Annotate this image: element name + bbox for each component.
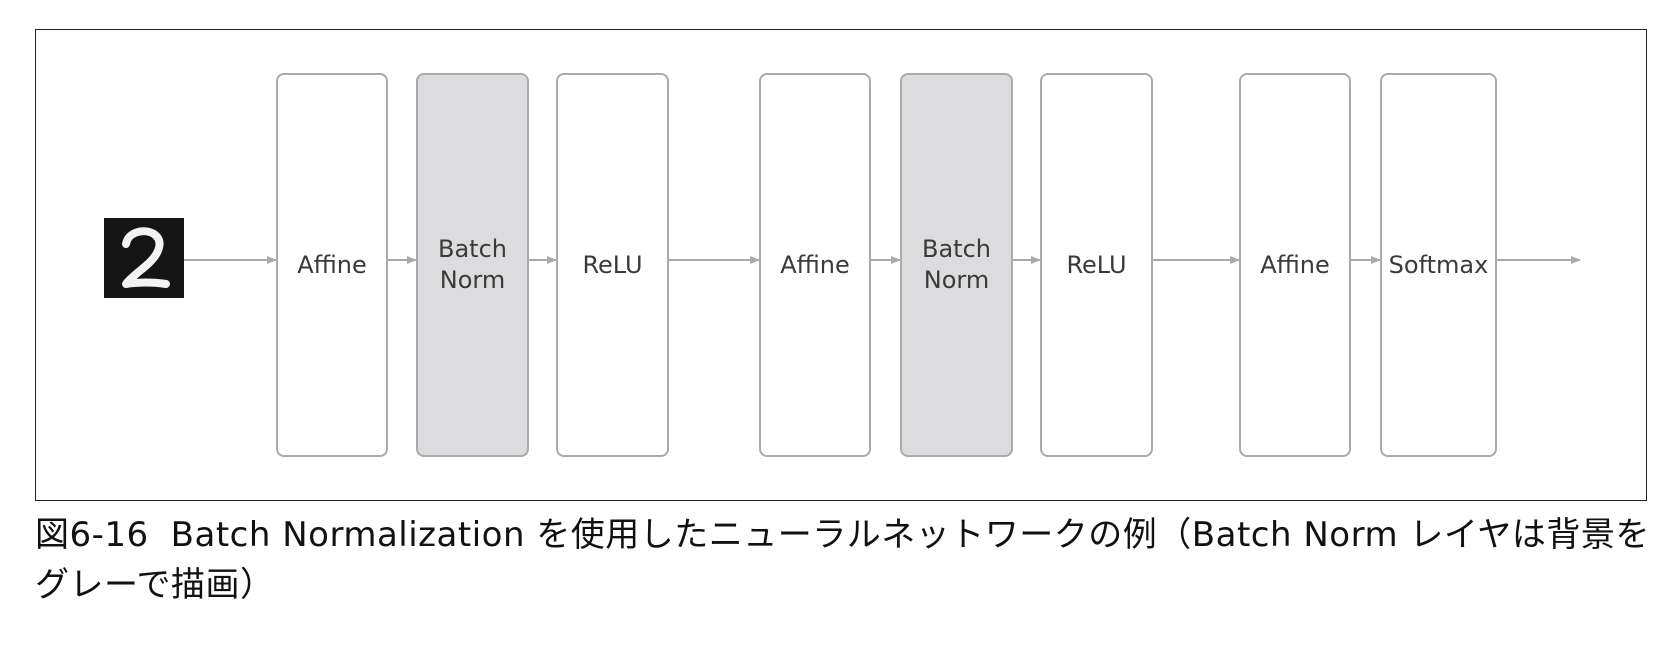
layer-batchnorm-1: Batch Norm — [416, 73, 529, 457]
figure-number: 図6-16 — [35, 515, 149, 555]
layer-batchnorm-2: Batch Norm — [900, 73, 1013, 457]
layer-affine-2: Affine — [759, 73, 871, 457]
layer-softmax: Softmax — [1380, 73, 1497, 457]
layer-affine-1: Affine — [276, 73, 388, 457]
layer-affine-3: Affine — [1239, 73, 1351, 457]
mnist-digit-2-icon — [104, 218, 184, 298]
diagram-frame — [35, 29, 1647, 501]
caption-text: Batch Normalization を使用したニューラルネットワークの例（B… — [35, 515, 1650, 605]
layer-relu-1: ReLU — [556, 73, 669, 457]
layer-relu-2: ReLU — [1040, 73, 1153, 457]
